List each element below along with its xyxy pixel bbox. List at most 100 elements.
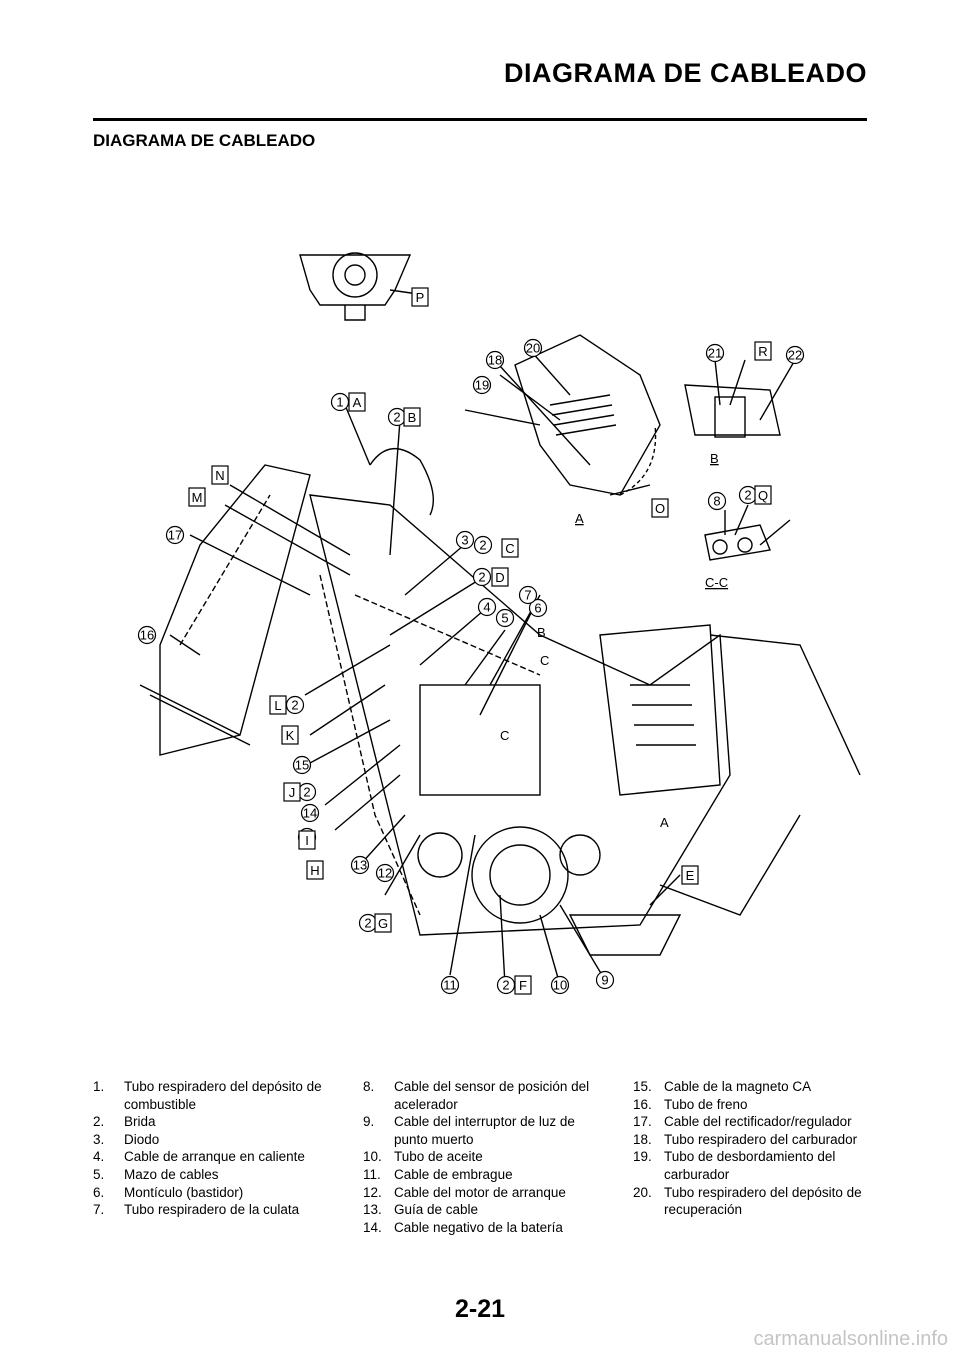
callout-letter: I [305,833,309,848]
callout-number-circle [165,525,185,545]
callout-number-circle [455,530,475,550]
callout-letter: L [274,698,281,713]
title-rule [93,118,867,121]
callout-letter: D [495,570,504,585]
callout-letter: B [408,410,417,425]
legend-item: 15.Cable de la magneto CA [633,1079,812,1094]
callout-letter-box [269,695,287,715]
arrow-b-label: B [537,625,546,640]
callout-letter: O [655,501,665,516]
callout-letter: J [289,785,296,800]
callout-number: 6 [534,601,541,616]
view-a-label: A [575,511,584,526]
callout-letter: N [215,468,224,483]
legend-item: 3.Diodo [93,1131,160,1147]
callout-number: 2 [364,916,371,931]
legend-item: 7.Tubo respiradero de la culata [93,1202,300,1218]
callout-letter-box [348,392,366,412]
callout-number: 2 [303,785,310,800]
callout-number: 2 [291,698,298,713]
callout-number-circle [300,803,320,823]
callout-number-circle [595,970,615,990]
callout-letter: M [192,490,203,505]
page-number: 2-21 [454,1295,506,1323]
legend-item: 12.Cable del motor de arranque [363,1184,566,1200]
legend-item: 6.Montículo (bastidor) [93,1184,244,1200]
callout-letter: F [519,978,527,993]
callout-letter-box [211,465,229,485]
view-b-label: B [710,451,719,466]
callout-letter: R [758,344,767,359]
callout-number: 10 [553,978,567,993]
callout-number: 19 [475,378,489,393]
callout-number-circle [292,755,312,775]
callout-number-circle [375,863,395,883]
legend-item: 2.Brida [93,1114,156,1130]
callout-letter: A [353,395,362,410]
callout-letter-box [651,498,669,518]
callout-letter-box [283,782,301,802]
callout-number-circle [707,491,727,511]
callout-letter-box [298,830,316,850]
callout-letter-box [306,860,324,880]
callout-letter: G [378,916,388,931]
callout-number-circle [472,567,492,587]
callout-number: 1 [336,395,343,410]
callout-letter-box [374,913,392,933]
view-cc-label: C-C [705,575,728,590]
legend-column-1: 1.Tubo respiradero del depósito de combu… [93,1078,333,1219]
callout-number-circle [472,375,492,395]
callout-number-circle [485,350,505,370]
legend-item: 16.Tubo de freno [633,1096,748,1112]
callout-letter: C [505,541,514,556]
callout-number: 4 [483,600,490,615]
callout-number-circle [473,535,493,555]
cut-c-label: C [500,728,509,743]
arrow-c-label: C [540,653,549,668]
callout-letter-box [514,975,532,995]
callout-letter-box [188,487,206,507]
callout-letter-box [754,341,772,361]
callout-number: 5 [501,611,508,626]
callout-number: 2 [478,570,485,585]
callout-number: 2 [502,978,509,993]
callout-letter: K [286,728,295,743]
watermark: carmanualsonline.info [753,1328,948,1350]
callout-number: 11 [443,978,457,993]
callout-number-circle [523,338,543,358]
legend-column-3: 15.Cable de la magneto CA 16.Tubo de fre… [633,1078,878,1219]
callout-number: 16 [140,628,154,643]
callout-number: 17 [168,528,182,543]
callout-number-circle [518,585,538,605]
legend-item: 14.Cable negativo de la batería [363,1219,563,1235]
callout-number: 2 [744,488,751,503]
callout-number: 2 [479,538,486,553]
callout-letter: Q [758,488,768,503]
callout-number-circle [705,343,725,363]
callout-number: 2 [393,410,400,425]
callout-number-circle [550,975,570,995]
page-title: DIAGRAMA DE CABLEADO [504,58,867,88]
legend-item: 9.Cable del interruptor de luz de punto … [363,1114,575,1147]
callout-number-circle [477,597,497,617]
callout-number-circle [528,598,548,618]
callout-letter: P [416,290,425,305]
legend-item: 11.Cable de embrague [363,1166,513,1182]
callout-number: 21 [708,346,722,361]
legend-item: 8.Cable del sensor de posición del acele… [363,1079,590,1112]
arrow-a-label: A [660,815,669,830]
callout-number-circle [137,625,157,645]
callout-letter-box [281,725,299,745]
callout-number-circle [350,855,370,875]
callout-number: 13 [353,858,367,873]
legend-item: 10.Tubo de aceite [363,1149,483,1165]
callout-number: 20 [526,341,540,356]
callout-letter-box [501,538,519,558]
callout-letter-box [754,485,772,505]
callout-number-circle [440,975,460,995]
legend-item: 1.Tubo respiradero del depósito de combu… [93,1079,322,1112]
callout-number: 22 [788,348,802,363]
callout-number: 3 [461,533,468,548]
